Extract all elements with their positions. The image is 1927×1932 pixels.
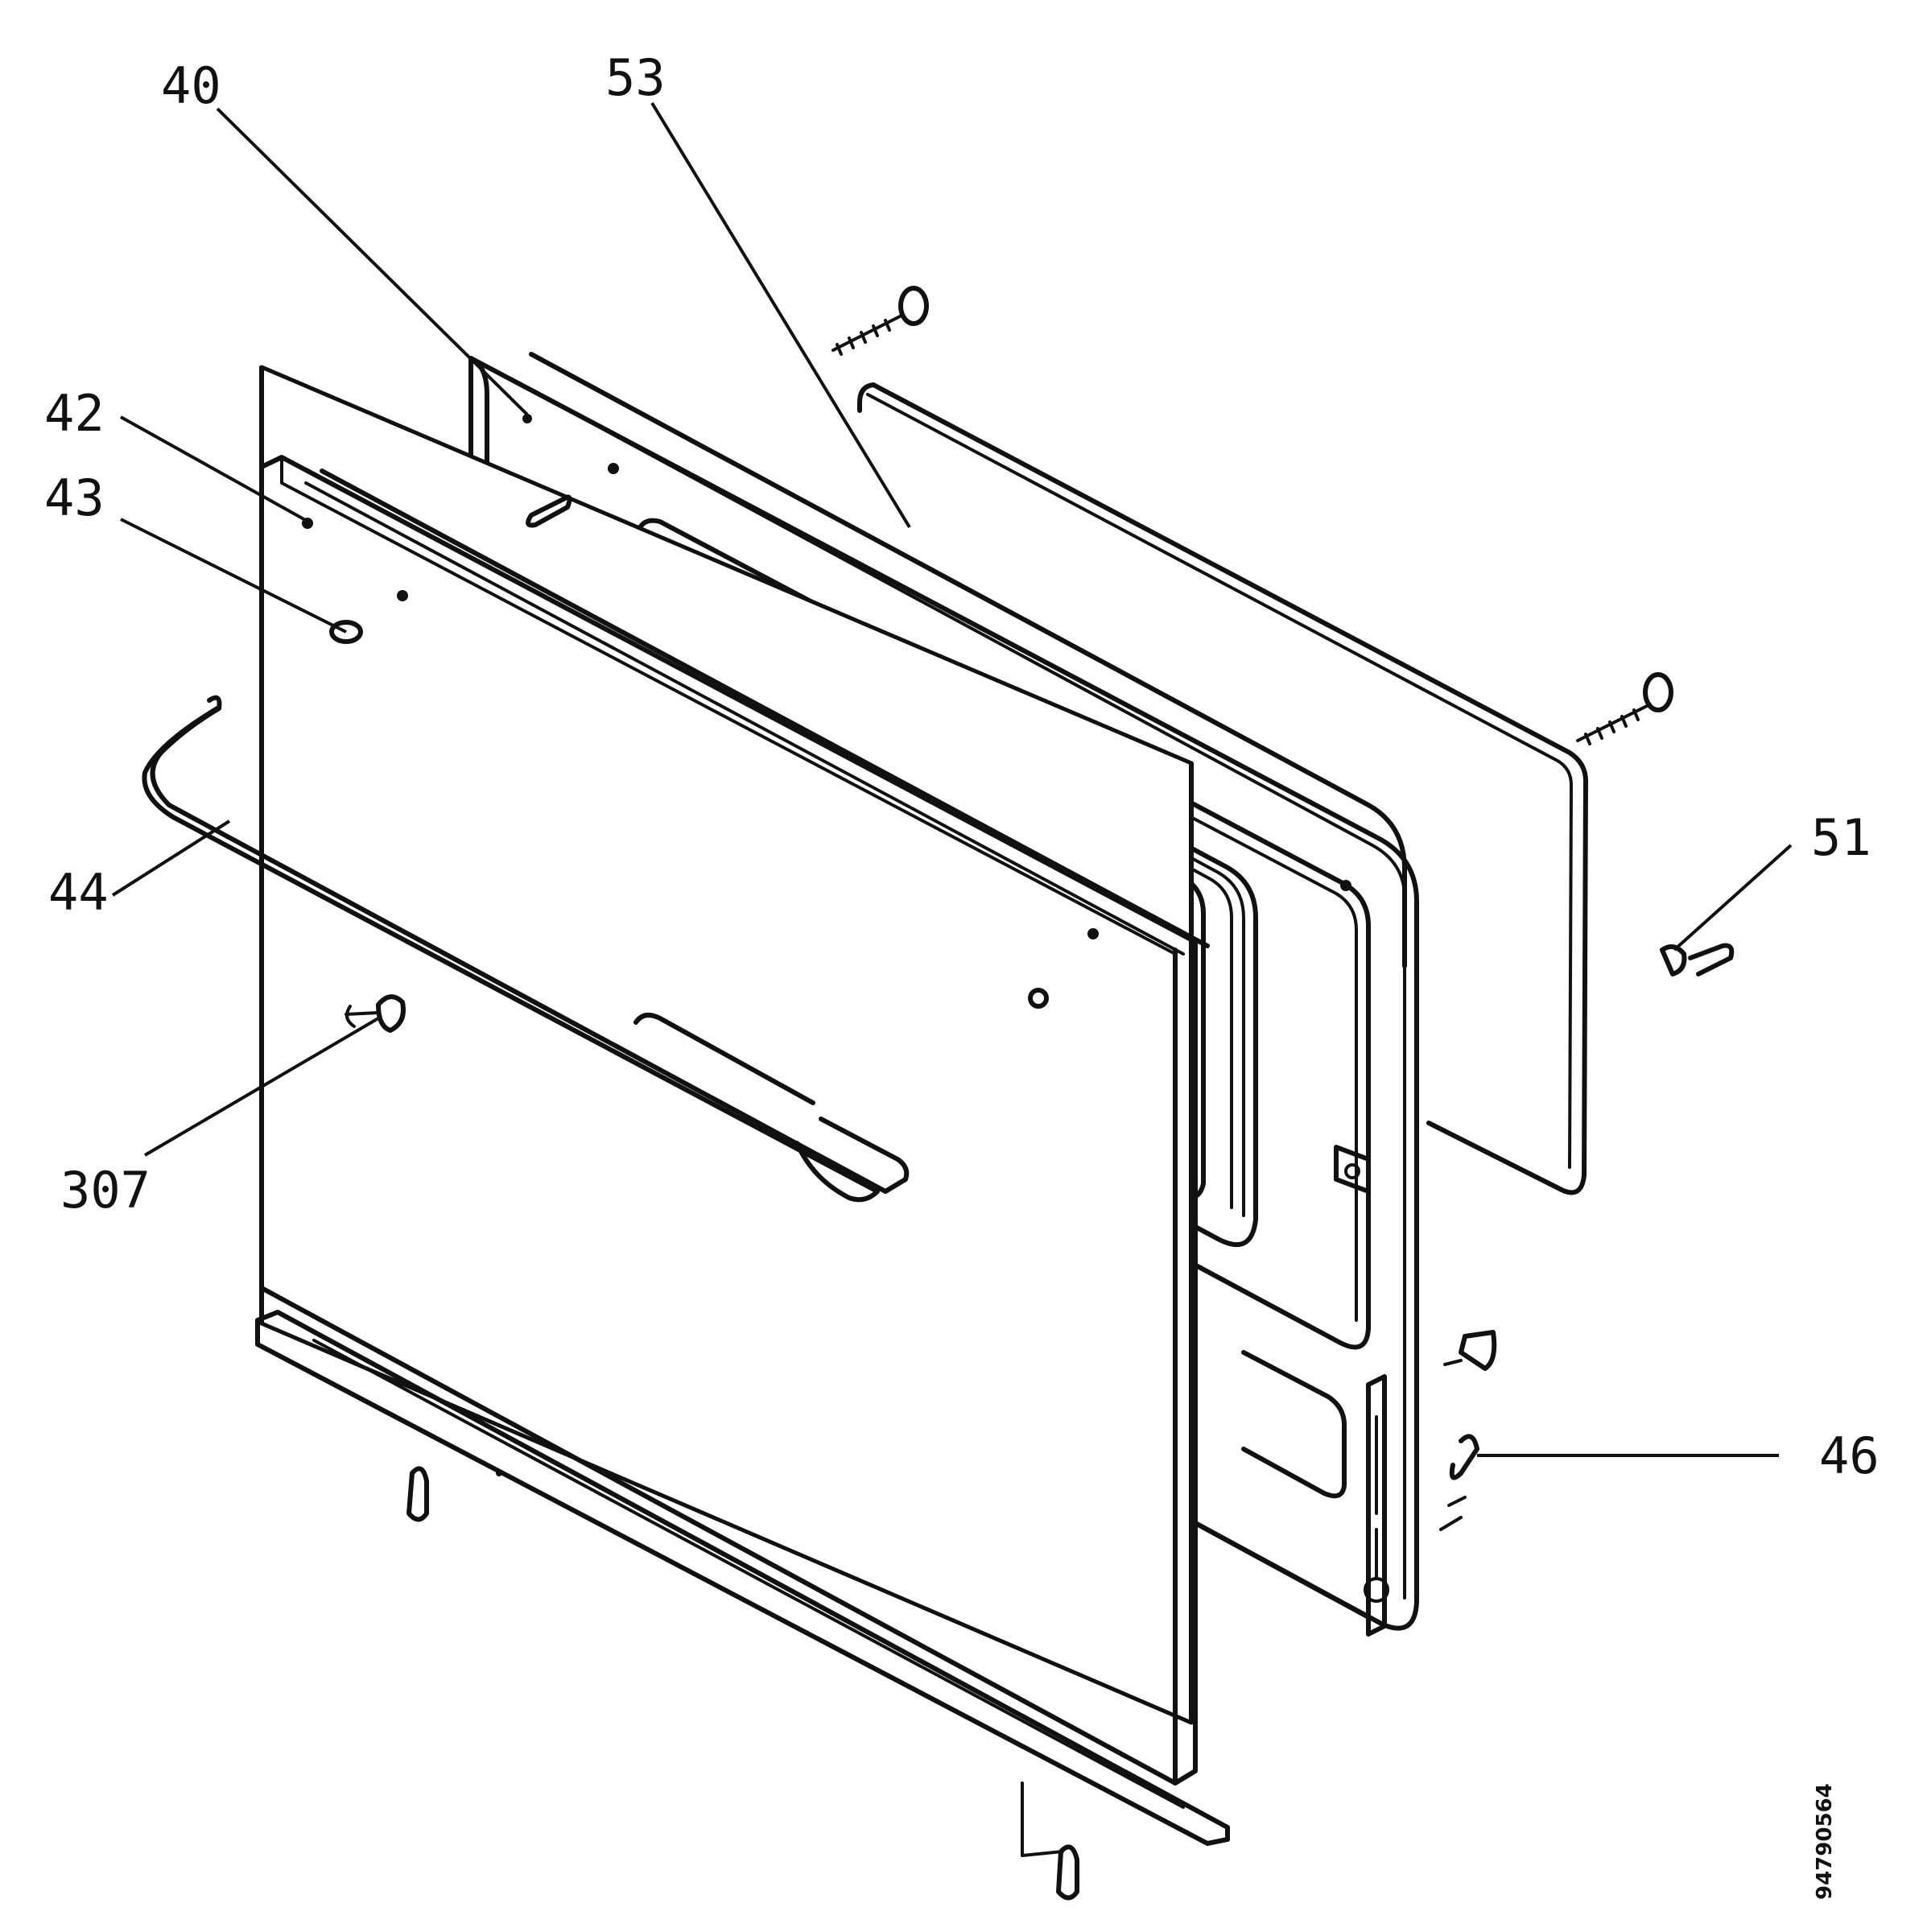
rear-glass-panel (857, 382, 1588, 1195)
leader-lines (111, 101, 1793, 1457)
fastener-307 (345, 994, 406, 1033)
fastener-right-lower (1443, 1330, 1497, 1371)
stud-40 (526, 494, 572, 528)
screw-bottom-left (406, 1466, 429, 1522)
callout-42: 42 (44, 384, 105, 443)
door-handle (142, 695, 910, 1203)
callout-51: 51 (1811, 808, 1871, 867)
document-number: 94790564 (1813, 1783, 1837, 1900)
screw-bottom-right (1056, 1844, 1079, 1901)
callout-43: 43 (44, 469, 105, 527)
upper-screw (831, 286, 929, 356)
clip-46 (1439, 1434, 1479, 1531)
callout-40: 40 (161, 56, 221, 115)
right-screw (1576, 672, 1673, 745)
callout-46: 46 (1819, 1426, 1880, 1485)
callout-53: 53 (605, 48, 666, 107)
callout-307: 307 (60, 1161, 151, 1220)
callout-44: 44 (48, 863, 109, 922)
bottom-trim-strip (255, 1310, 1230, 1857)
hinge-strip (1364, 1374, 1389, 1637)
outer-door-panel (259, 365, 1210, 1785)
fastener-43 (329, 620, 363, 644)
fastener-51 (1660, 943, 1735, 976)
bracket-right (1334, 1145, 1371, 1194)
